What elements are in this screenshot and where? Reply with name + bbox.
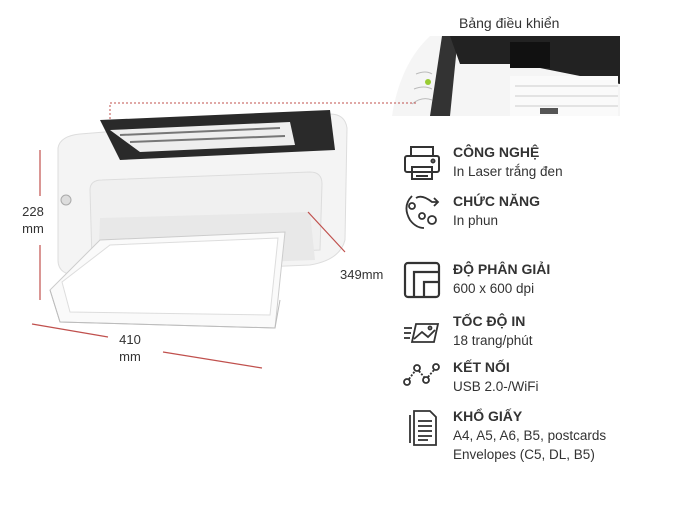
printer-icon (404, 146, 440, 180)
spec-value: In phun (453, 213, 499, 228)
height-unit: mm (22, 221, 44, 236)
control-panel-closeup-image (392, 36, 620, 116)
spec-value: In Laser trắng đen (453, 164, 563, 179)
spec-value: A4, A5, A6, B5, postcards (453, 428, 607, 443)
spec-print-speed: TỐC ĐỘ IN 18 trang/phút (402, 312, 533, 352)
print-speed-icon (404, 323, 440, 343)
width-dimension-line (31, 323, 109, 338)
spec-value: 18 trang/phút (453, 333, 533, 348)
depth-dimension: 349mm (340, 267, 384, 282)
width-value: 410 (119, 332, 141, 347)
dimension-lines (31, 150, 346, 369)
height-value: 228 (22, 204, 44, 219)
spec-resolution: ĐỘ PHÂN GIẢI 600 x 600 dpi (402, 260, 550, 300)
functions-gears-icon (405, 195, 440, 229)
spec-title: ĐỘ PHÂN GIẢI (453, 261, 551, 277)
spec-function: CHỨC NĂNG In phun (402, 192, 540, 232)
width-dimension: 410 mm (112, 331, 148, 365)
spec-technology: CÔNG NGHỆ In Laser trắng đen (402, 143, 563, 183)
paper-size-icon (409, 410, 437, 446)
height-dimension: 228 mm (14, 203, 52, 237)
spec-title: TỐC ĐỘ IN (453, 313, 526, 329)
spec-title: CÔNG NGHỆ (453, 144, 540, 160)
depth-dimension-line (307, 211, 346, 253)
resolution-icon (403, 261, 441, 299)
control-panel-label: Bảng điều khiển (459, 15, 560, 31)
spec-title: CHỨC NĂNG (453, 193, 541, 209)
spec-value: 600 x 600 dpi (453, 281, 535, 296)
spec-connection: KẾT NỐI USB 2.0-/WiFi (402, 358, 539, 398)
spec-value: Envelopes (C5, DL, B5) (453, 447, 595, 462)
spec-value: USB 2.0-/WiFi (453, 379, 539, 394)
width-unit: mm (119, 349, 141, 364)
spec-title: KẾT NỐI (453, 359, 510, 375)
connection-icon (403, 363, 440, 386)
spec-title: KHỔ GIẤY (453, 408, 523, 424)
printer-image (49, 110, 348, 329)
